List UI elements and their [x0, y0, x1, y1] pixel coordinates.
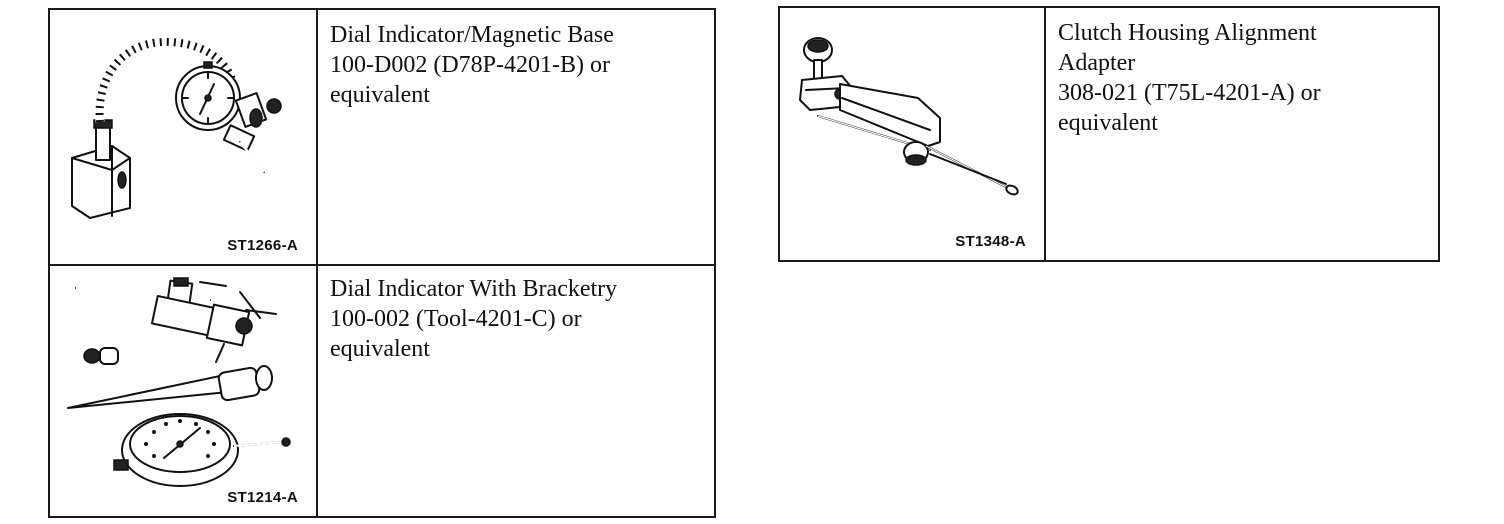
tool-number: 100-002 (Tool-4201-C) or [330, 306, 582, 332]
clutch-housing-alignment-adapter-illustration [799, 37, 1019, 196]
tool-code-label: ST1214-A [227, 489, 298, 506]
tool-name-line2: Adapter [1058, 50, 1136, 76]
tool-code-label: ST1348-A [955, 233, 1026, 250]
tool-name-line1: Clutch Housing Alignment [1058, 20, 1317, 46]
tool-note: equivalent [330, 336, 430, 362]
tool-row-dial-indicator-bracketry: ST1214-A Dial Indicator With Bracketry 1… [50, 264, 714, 516]
dial-indicator-magnetic-base-illustration [71, 37, 282, 219]
tool-description-cell: Clutch Housing Alignment Adapter 308-021… [1046, 8, 1438, 260]
tool-row-clutch-housing-alignment-adapter: ST1348-A Clutch Housing Alignment Adapte… [780, 8, 1438, 260]
tool-number: 100-D002 (D78P-4201-B) or [330, 52, 610, 78]
tool-table-left: ST1266-A Dial Indicator/Magnetic Base 10… [48, 8, 716, 518]
tool-table-right: ST1348-A Clutch Housing Alignment Adapte… [778, 6, 1440, 262]
tool-name: Dial Indicator With Bracketry [330, 276, 618, 302]
tool-row-dial-indicator-magnetic-base: ST1266-A Dial Indicator/Magnetic Base 10… [50, 10, 714, 266]
tool-note: equivalent [330, 82, 430, 108]
tool-description-cell: Dial Indicator With Bracketry 100-002 (T… [318, 264, 714, 516]
tool-note: equivalent [1058, 110, 1158, 136]
tool-image-cell: ST1266-A [50, 10, 318, 264]
tool-name: Dial Indicator/Magnetic Base [330, 22, 614, 48]
tool-description-cell: Dial Indicator/Magnetic Base 100-D002 (D… [318, 10, 714, 264]
tool-image-cell: ST1214-A [50, 264, 318, 516]
tool-image-cell: ST1348-A [780, 8, 1046, 260]
tool-code-label: ST1266-A [227, 237, 298, 254]
dial-indicator-bracketry-illustration [67, 277, 291, 487]
tool-number: 308-021 (T75L-4201-A) or [1058, 80, 1321, 106]
